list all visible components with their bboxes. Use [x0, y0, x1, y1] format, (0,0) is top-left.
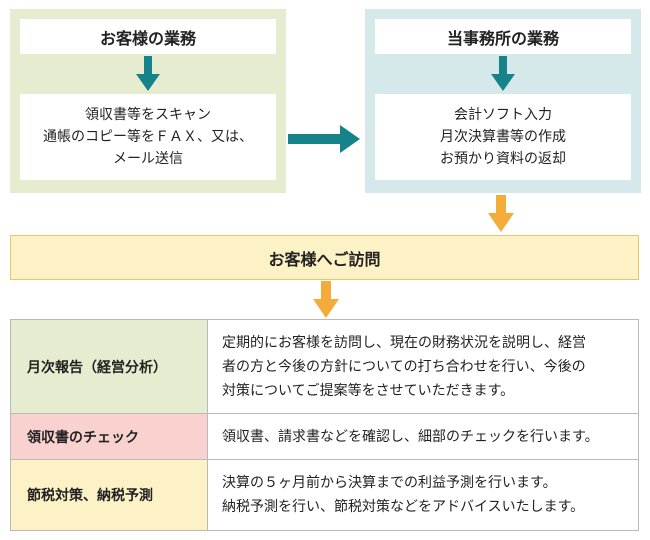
office-tasks-list: 会計ソフト入力 月次決算書等の作成 お預かり資料の返却 [375, 94, 631, 180]
client-tasks-panel: お客様の業務 領収書等をスキャン 通帳のコピー等をＦＡＸ、又は、 メール送信 [10, 9, 286, 193]
service-description-line: 定期的にお客様を訪問し、現在の財務状況を説明し、経営 [222, 334, 586, 351]
services-table: 月次報告（経営分析） 定期的にお客様を訪問し、現在の財務状況を説明し、経営 者の… [10, 319, 639, 531]
down-arrow-icon [136, 56, 160, 91]
client-task-line: 通帳のコピー等をＦＡＸ、又は、 [43, 129, 253, 145]
service-description: 定期的にお客様を訪問し、現在の財務状況を説明し、経営 者の方と今後の方針について… [207, 319, 639, 414]
client-tasks-list: 領収書等をスキャン 通帳のコピー等をＦＡＸ、又は、 メール送信 [20, 94, 276, 180]
service-label: 節税対策、納税予測 [10, 459, 208, 531]
client-task-line: メール送信 [113, 151, 183, 167]
service-label: 月次報告（経営分析） [10, 319, 208, 414]
office-tasks-title: 当事務所の業務 [375, 19, 631, 54]
client-tasks-title: お客様の業務 [20, 19, 276, 54]
client-task-line: 領収書等をスキャン [85, 107, 211, 123]
service-description-line: 納税予測を行い、節税対策などをアドバイスいたします。 [222, 499, 585, 515]
visit-banner: お客様へご訪問 [10, 235, 639, 280]
down-arrow-icon [313, 281, 339, 318]
office-task-line: 会計ソフト入力 [454, 107, 552, 123]
service-description: 決算の５ヶ月前から決算までの利益予測を行います。 納税予測を行い、節税対策などを… [207, 459, 639, 531]
right-arrow-icon [288, 125, 360, 153]
service-description-line: 対策についてご提案等をさせていただきます。 [222, 382, 515, 399]
service-description-line: 領収書、請求書などを確認し、細部のチェックを行います。 [222, 428, 599, 445]
service-description-line: 者の方と今後の方針についての打ち合わせを行い、今後の [222, 358, 586, 375]
table-row: 節税対策、納税予測 決算の５ヶ月前から決算までの利益予測を行います。 納税予測を… [10, 459, 639, 531]
office-task-line: 月次決算書等の作成 [440, 129, 566, 145]
office-tasks-panel: 当事務所の業務 会計ソフト入力 月次決算書等の作成 お預かり資料の返却 [365, 9, 641, 193]
service-description: 領収書、請求書などを確認し、細部のチェックを行います。 [207, 413, 639, 460]
office-task-line: お預かり資料の返却 [440, 151, 566, 167]
table-row: 月次報告（経営分析） 定期的にお客様を訪問し、現在の財務状況を説明し、経営 者の… [10, 319, 639, 414]
service-description-line: 決算の５ヶ月前から決算までの利益予測を行います。 [222, 475, 557, 491]
table-row: 領収書のチェック 領収書、請求書などを確認し、細部のチェックを行います。 [10, 413, 639, 460]
down-arrow-icon [488, 195, 514, 232]
down-arrow-icon [491, 56, 515, 91]
service-label: 領収書のチェック [10, 413, 208, 460]
